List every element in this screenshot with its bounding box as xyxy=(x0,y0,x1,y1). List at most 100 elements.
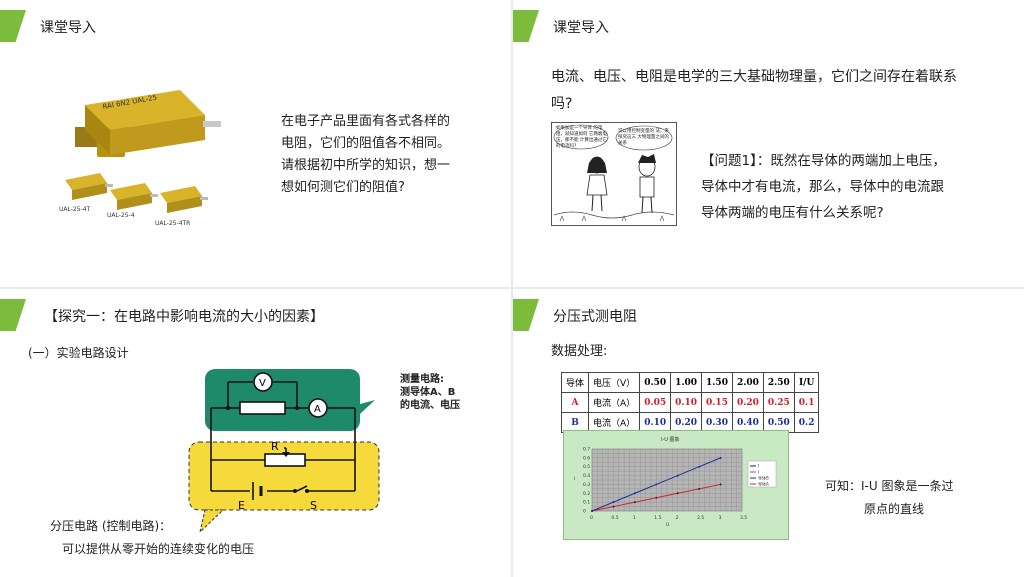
table-header-cell: 2.50 xyxy=(762,372,795,393)
callout-line: 测量电路: xyxy=(400,374,444,385)
data-point xyxy=(655,483,658,486)
data-point xyxy=(719,483,722,486)
data-point xyxy=(633,501,636,504)
slide-title: 课堂导入 xyxy=(553,20,609,36)
question-1: 【问题1】：既然在导体的两端加上电压， 导体中才有电流，那么，导体中的电流跟 导… xyxy=(701,148,946,226)
data-point xyxy=(676,492,679,495)
table-cell: 0.05 xyxy=(639,392,672,413)
data-point xyxy=(591,510,593,512)
question-line: 导体两端的电压有什么关系呢? xyxy=(701,205,884,221)
resistor-label-c: UAL-25-4TR xyxy=(155,220,190,227)
chart-title: I-U 图象 xyxy=(661,436,680,443)
section-subtitle: (一）实验电路设计 xyxy=(28,346,129,360)
legend-label: 导体B xyxy=(758,475,769,481)
legend-label: I xyxy=(758,470,759,475)
x-tick-label: 0.5 xyxy=(611,515,618,521)
y-tick-label: 0.4 xyxy=(583,473,590,479)
table-row: B 电流（A） 0.10 0.20 0.30 0.40 0.50 0.2 xyxy=(560,412,820,433)
section-subtitle: 数据处理: xyxy=(551,344,608,359)
table-cell: 电流（A） xyxy=(588,392,641,413)
y-tick-label: 0.5 xyxy=(583,464,590,470)
data-point xyxy=(698,465,701,468)
y-axis-label: I xyxy=(574,476,575,482)
cartoon-image: 如果加是一个导体 的电阻，就知道如何 它两端电压，那不能 计算出通过它的电流吗?… xyxy=(551,122,677,226)
table-cell: A xyxy=(560,392,590,413)
intro-line: 吗? xyxy=(551,96,573,112)
speech-bubble-right: 可以用控制变量的 法，来探究这三 大物理量之间的关系 xyxy=(618,129,669,146)
table-cell: 0.2 xyxy=(793,412,820,433)
table-cell: 0.10 xyxy=(670,392,703,413)
legend-label: 导体A xyxy=(758,481,769,487)
table-header-cell: 导体 xyxy=(560,372,590,393)
conclusion-line: 可知：I-U 图象是一条过 xyxy=(825,479,954,493)
table-header-cell: 1.00 xyxy=(670,372,703,393)
slide-2[interactable]: 课堂导入 电流、电压、电阻是电学的三大基础物理量，它们之间存在着联系 吗? 如果… xyxy=(513,0,1024,287)
data-table: 导体 电压（V） 0.50 1.00 1.50 2.00 2.50 I/U A … xyxy=(560,372,820,433)
data-point xyxy=(676,474,679,477)
table-header-cell: 1.50 xyxy=(701,372,733,393)
x-tick-label: 3.5 xyxy=(740,515,747,521)
data-point xyxy=(633,492,636,495)
y-tick-label: 0.2 xyxy=(583,491,590,497)
data-point xyxy=(719,456,722,459)
slide-title: 【探究一：在电路中影响电流的大小的因素】 xyxy=(44,309,324,325)
table-cell: 0.20 xyxy=(731,392,764,413)
x-tick-label: 1 xyxy=(633,515,636,521)
x-tick-label: 3 xyxy=(719,515,722,521)
data-point xyxy=(655,496,658,499)
question-line: 导体中才有电流，那么，导体中的电流跟 xyxy=(701,179,944,195)
table-header-cell: 0.50 xyxy=(639,372,672,393)
paragraph-line: 想如何测它们的阻值? xyxy=(281,180,405,195)
x-tick-label: 0 xyxy=(590,515,593,521)
switch-label: S xyxy=(310,499,317,512)
table-header-cell: 电压（V） xyxy=(588,372,641,393)
paragraph-line: 在电子产品里面有各式各样的 xyxy=(281,114,451,129)
accent-tab xyxy=(513,299,539,331)
note-2: 可以提供从零开始的连续变化的电压 xyxy=(62,542,255,556)
paragraph-line: 电阻，它们的阻值各不相同。 xyxy=(281,136,451,151)
x-tick-label: 2 xyxy=(676,515,679,521)
y-tick-label: 0.1 xyxy=(583,500,590,506)
x-axis-label: U xyxy=(666,522,669,528)
legend-label: I xyxy=(758,464,759,469)
data-point xyxy=(612,501,615,504)
callout-text: 测量电路: 测导体A、B 的电流、电压 xyxy=(400,373,460,412)
accent-tab xyxy=(0,299,26,331)
paragraph-line: 请根据初中所学的知识，想一 xyxy=(281,158,451,173)
table-cell: 0.15 xyxy=(701,392,733,413)
slide-1[interactable]: 课堂导入 RAI 6N2 UAL-25 UAL-25-4T UAL-25-4 U… xyxy=(0,0,511,287)
slide-3[interactable]: 【探究一：在电路中影响电流的大小的因素】 (一）实验电路设计 xyxy=(0,289,511,577)
y-tick-label: 0.3 xyxy=(583,482,590,488)
callout-line: 的电流、电压 xyxy=(400,400,460,411)
callout-line: 测导体A、B xyxy=(400,387,456,398)
data-point xyxy=(698,487,701,490)
legend-box xyxy=(747,460,777,488)
table-row: A 电流（A） 0.05 0.10 0.15 0.20 0.25 0.1 xyxy=(560,392,820,413)
note-1: 分压电路 (控制电路)： xyxy=(50,519,172,533)
table-header-cell: 2.00 xyxy=(731,372,764,393)
y-tick-label: 0.6 xyxy=(583,455,590,461)
table-cell: 0.1 xyxy=(793,392,820,413)
question-line: 【问题1】：既然在导体的两端加上电压， xyxy=(701,153,946,169)
rheostat-label: R xyxy=(271,440,279,453)
table-cell: 0.25 xyxy=(762,392,795,413)
circuit-diagram: V A R E S xyxy=(188,369,380,534)
intro-line: 电流、电压、电阻是电学的三大基础物理量，它们之间存在着联系 xyxy=(551,69,957,85)
accent-tab xyxy=(513,10,539,42)
resistor-label-b: UAL-25-4 xyxy=(107,212,135,219)
resistor-illustration: RAI 6N2 UAL-25 UAL-25-4T UAL-25-4 UAL-25… xyxy=(59,90,221,227)
slide-title: 分压式测电阻 xyxy=(553,309,637,325)
battery-label: E xyxy=(238,499,245,512)
slide-title: 课堂导入 xyxy=(40,20,96,36)
accent-tab xyxy=(0,10,26,42)
y-tick-label: 0 xyxy=(583,509,586,515)
y-tick-label: 0.7 xyxy=(583,447,590,453)
voltmeter-label: V xyxy=(259,378,266,389)
conclusion-line: 原点的直线 xyxy=(864,502,925,516)
slide-4[interactable]: 分压式测电阻 数据处理: 导体 电压（V） 0.50 1.00 1.50 2.0… xyxy=(513,289,1024,577)
intro-question: 电流、电压、电阻是电学的三大基础物理量，它们之间存在着联系 吗? xyxy=(551,64,957,118)
speech-bubble-left: 如果加是一个导体 的电阻，就知道如何 它两端电压，那不能 计算出通过它的电流吗? xyxy=(556,126,607,149)
conclusion-text: 可知：I-U 图象是一条过 原点的直线 xyxy=(825,475,953,521)
